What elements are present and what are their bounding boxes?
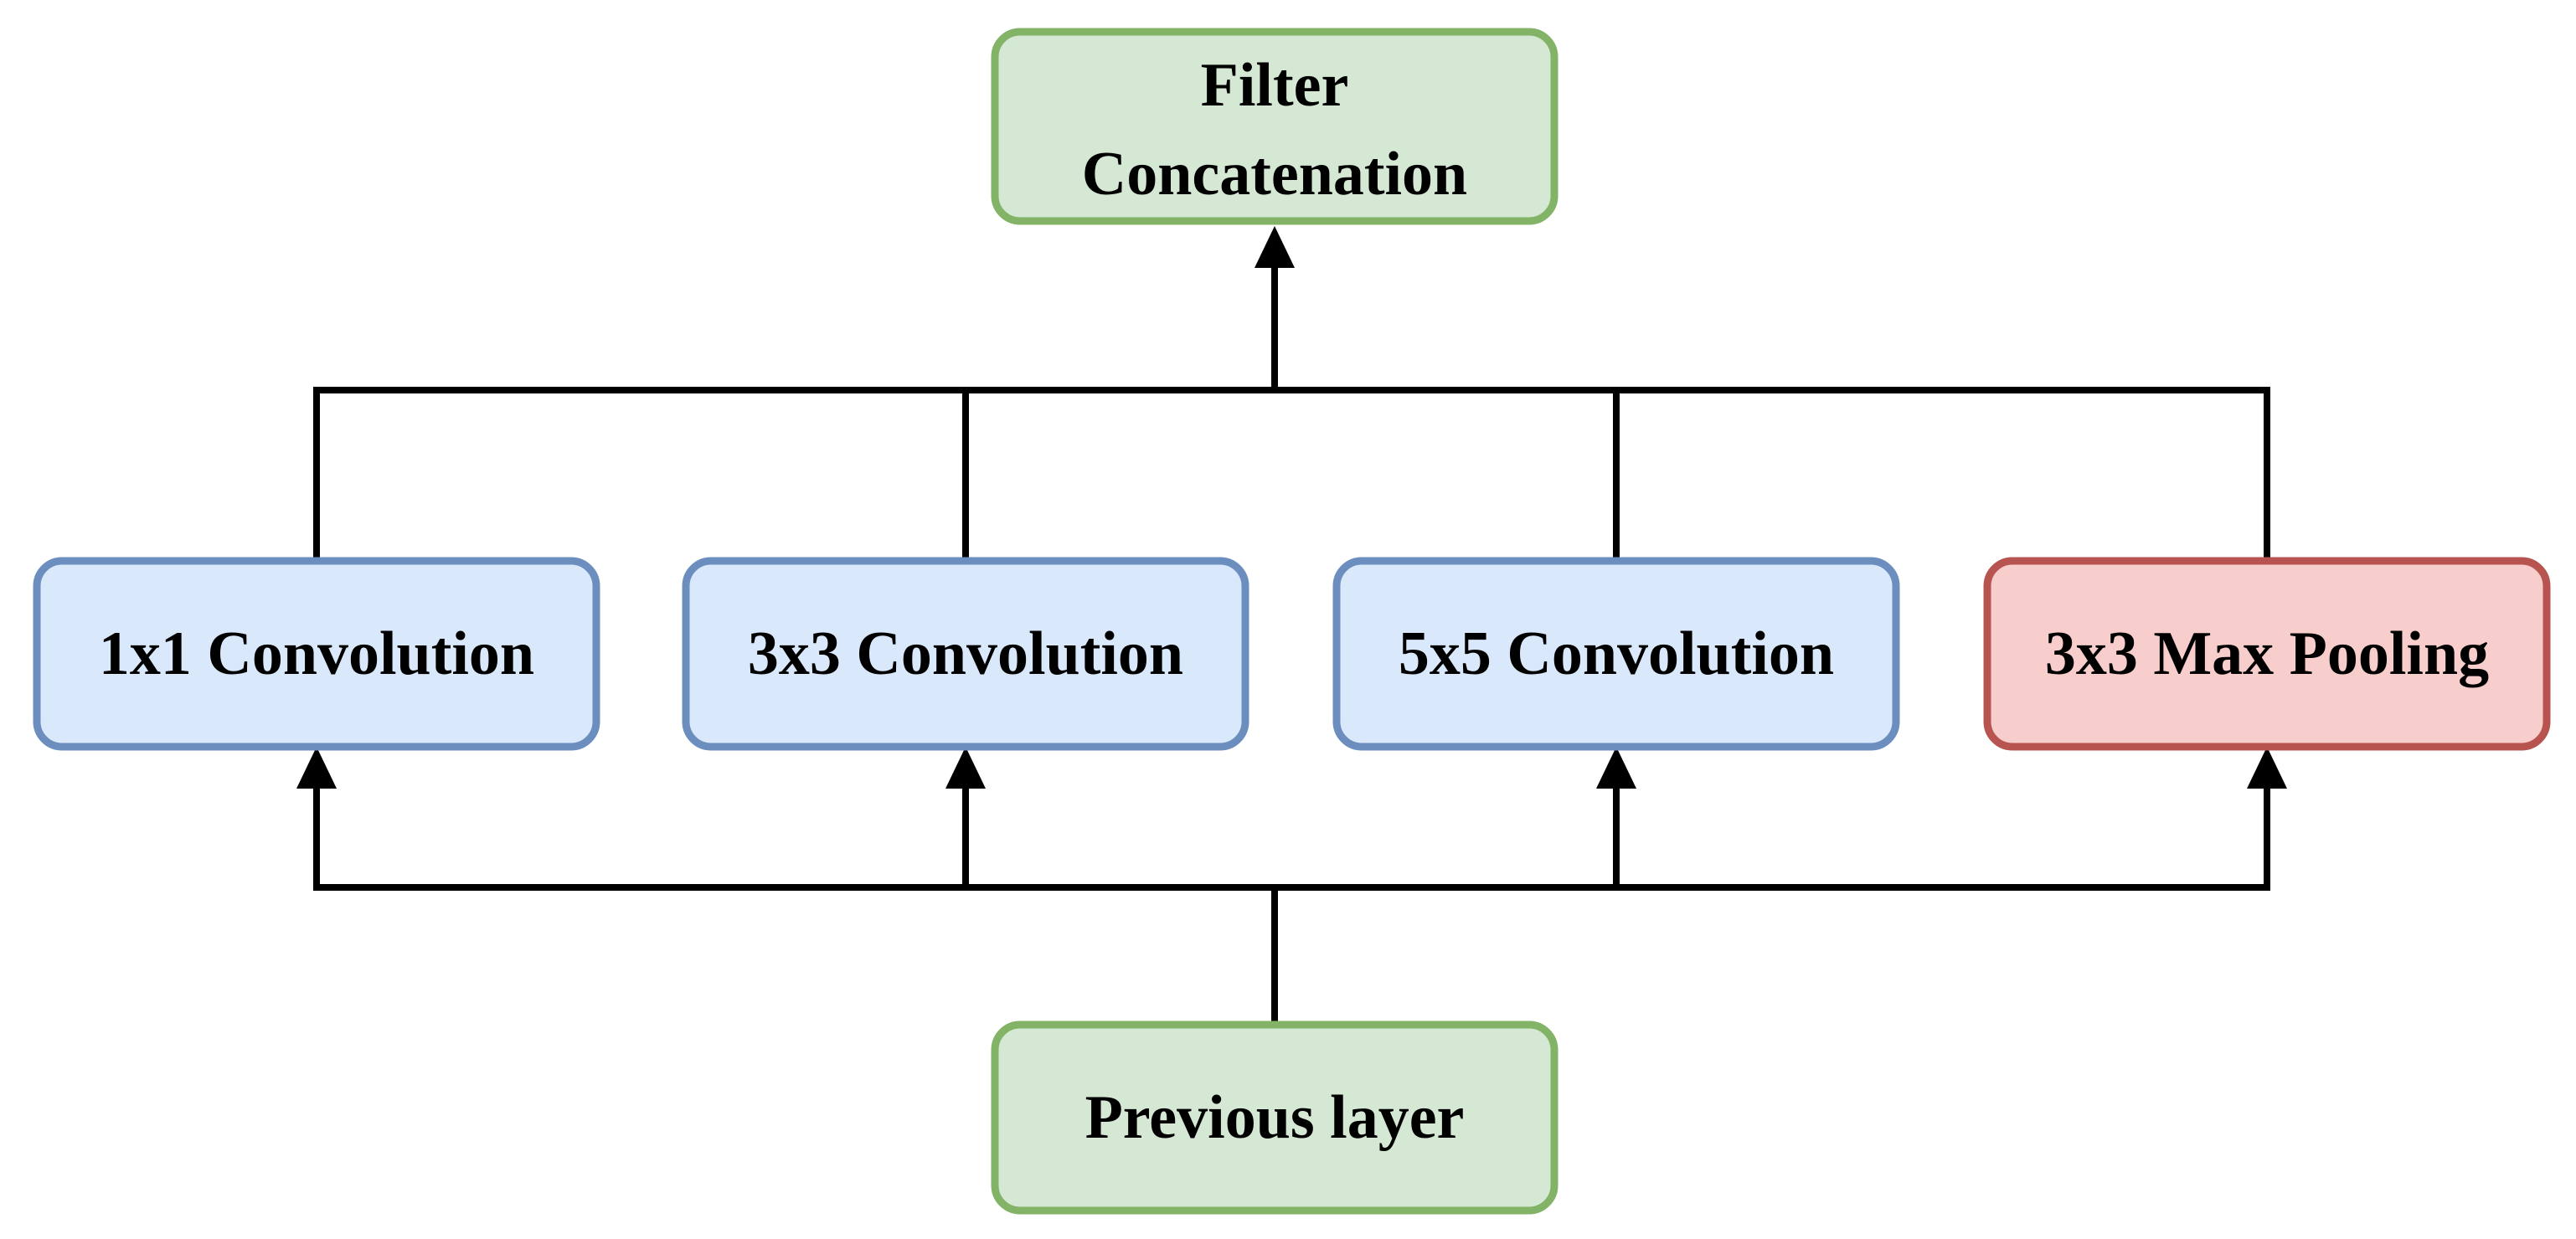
edge-bottom-bus xyxy=(313,787,2270,891)
arrowhead-3x3 xyxy=(945,747,986,789)
arrowhead-5x5 xyxy=(1596,747,1636,789)
conv-1x1-label: 1x1 Convolution xyxy=(99,620,534,688)
filter-concatenation-line1: Filter xyxy=(1201,51,1349,120)
conv-5x5-node: 5x5 Convolution xyxy=(1332,557,1900,751)
conv-5x5-label: 5x5 Convolution xyxy=(1399,620,1834,688)
edges-to-concatenation xyxy=(313,226,2270,558)
max-pool-3x3-node: 3x3 Max Pooling xyxy=(1983,557,2551,751)
conv-1x1-node: 1x1 Convolution xyxy=(33,557,600,751)
arrowhead-1x1 xyxy=(296,747,337,789)
arrowhead-concatenation xyxy=(1255,226,1295,268)
edge-1x1-to-bus xyxy=(313,387,1275,558)
previous-layer-label: Previous layer xyxy=(1085,1083,1465,1152)
max-pool-3x3-label: 3x3 Max Pooling xyxy=(2045,620,2489,688)
edges-from-previous-layer xyxy=(296,747,2287,1023)
edge-maxpool-to-bus xyxy=(1275,387,2270,558)
conv-3x3-node: 3x3 Convolution xyxy=(682,557,1249,751)
filter-concatenation-node: Filter Concatenation xyxy=(991,28,1558,225)
arrowhead-maxpool xyxy=(2247,747,2287,789)
previous-layer-node: Previous layer xyxy=(991,1021,1558,1215)
filter-concatenation-line2: Concatenation xyxy=(1082,140,1467,208)
conv-3x3-label: 3x3 Convolution xyxy=(748,620,1183,688)
